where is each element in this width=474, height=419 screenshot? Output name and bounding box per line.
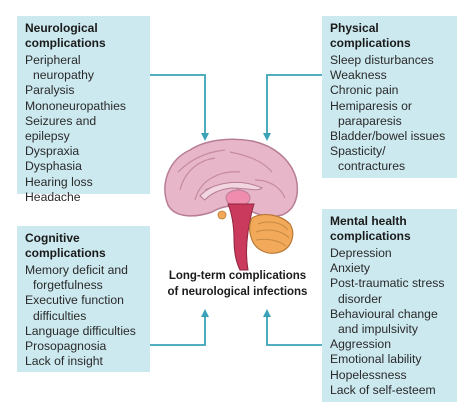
list-item: and impulsivity — [338, 322, 418, 337]
center-caption: Long-term complications of neurological … — [160, 268, 315, 300]
brain-pituitary — [217, 210, 227, 220]
list-item: forgetfulness — [33, 278, 103, 293]
brain-illustration — [164, 138, 299, 271]
list-item: paraparesis — [338, 113, 402, 128]
arrow-cognitive-to-brain — [150, 309, 209, 346]
list-item: Hopelessness — [330, 367, 407, 382]
cognitive-title: Cognitive complications — [25, 231, 106, 260]
list-item: Post-traumatic stress — [330, 276, 445, 291]
list-item: Language difficulties — [25, 323, 136, 338]
list-item: Depression — [330, 246, 392, 260]
list-item: Behavioural change — [330, 306, 438, 321]
list-item: difficulties — [33, 308, 87, 323]
center-caption-line1: Long-term complications — [168, 270, 307, 282]
neurological-list: Peripheral neuropathy Paralysis Mononeur… — [25, 53, 144, 205]
cognitive-list: Memory deficit and forgetfulness Executi… — [25, 263, 144, 369]
list-item: Mononeuropathies — [25, 98, 126, 113]
physical-complications-box: Physical complications Sleep disturbance… — [322, 16, 457, 178]
list-item: Anxiety — [330, 261, 370, 276]
list-item: Dysphasia — [25, 159, 82, 174]
list-item: Prosopagnosia — [25, 339, 107, 354]
list-item: Chronic pain — [330, 83, 399, 98]
list-item: Dyspraxia — [25, 144, 80, 159]
list-item: Weakness — [330, 68, 387, 83]
center-caption-line2: of neurological infections — [167, 286, 308, 298]
physical-title: Physical complications — [330, 21, 411, 50]
list-item: Aggression — [330, 337, 391, 352]
list-item: Memory deficit and — [25, 263, 128, 277]
list-item: Hearing loss — [25, 174, 93, 189]
list-item: Spasticity/ — [330, 144, 386, 159]
list-item: Lack of self-esteem — [330, 382, 436, 397]
list-item: Lack of insight — [25, 354, 103, 369]
physical-list: Sleep disturbances Weakness Chronic pain… — [330, 53, 451, 175]
list-item: Paralysis — [25, 83, 75, 98]
arrow-mental-to-brain — [263, 309, 322, 346]
list-item: Seizures and epilepsy — [25, 113, 97, 144]
list-item: Executive function — [25, 293, 124, 308]
brain-cortex — [164, 138, 299, 218]
arrow-physical-to-brain — [263, 74, 322, 141]
arrow-neuro-to-brain — [150, 74, 209, 141]
list-item: Sleep disturbances — [330, 53, 434, 67]
brain-cerebellum-folia — [255, 221, 290, 247]
mental-list: Depression Anxiety Post-traumatic stress… — [330, 246, 451, 398]
mental-health-complications-box: Mental health complications Depression A… — [322, 209, 457, 402]
list-item: contractures — [338, 159, 406, 174]
list-item: Hemiparesis or — [330, 98, 412, 113]
list-item: Emotional lability — [330, 352, 422, 367]
list-item: Peripheral — [25, 53, 81, 67]
list-item: neuropathy — [33, 68, 94, 83]
neurological-complications-box: Neurological complications Peripheral ne… — [17, 16, 150, 204]
brain-corpus-callosum — [199, 182, 263, 201]
list-item: Headache — [25, 189, 81, 204]
list-item: disorder — [338, 291, 383, 306]
mental-title: Mental health complications — [330, 214, 411, 243]
list-item: Bladder/bowel issues — [330, 129, 446, 144]
brain-gyri — [177, 149, 286, 201]
neurological-title: Neurological complications — [25, 21, 106, 50]
cognitive-complications-box: Cognitive complications Memory deficit a… — [17, 226, 150, 372]
brain-cerebellum — [249, 214, 294, 254]
brain-stem — [227, 203, 255, 271]
